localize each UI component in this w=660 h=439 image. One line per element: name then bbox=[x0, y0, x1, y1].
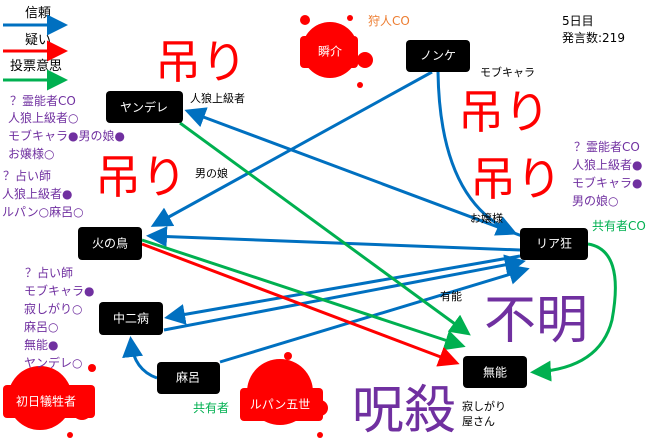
node-hinotori[interactable]: 火の鳥 bbox=[78, 227, 142, 260]
legend: 信頼 疑い 投票意思 bbox=[3, 6, 68, 91]
verdict-hanged-nonke: 吊り bbox=[458, 85, 550, 139]
post-count: 発言数:219 bbox=[562, 30, 625, 45]
role-lupin: 寂しがり bbox=[462, 399, 506, 413]
edge-nonke-hinotori bbox=[150, 70, 433, 227]
node-label: 火の鳥 bbox=[92, 236, 128, 251]
role-nonke: モブキャラ bbox=[480, 65, 535, 79]
node-label: 瞬介 bbox=[318, 45, 342, 59]
claim-sharer-co: 共有者CO bbox=[592, 219, 646, 233]
node-label: ルパン五世 bbox=[250, 398, 311, 412]
verdict-hanged-riakyo: 吊り bbox=[470, 152, 562, 206]
node-yandere[interactable]: ヤンデレ bbox=[106, 91, 183, 123]
edge-nonke-riakyo bbox=[436, 71, 518, 236]
verdict-unknown: 不明 bbox=[484, 291, 588, 351]
note-hinotori: ？占い師 人狼上級者● ルパン○麻呂○ bbox=[2, 168, 84, 219]
note-yandere: ？霊能者CO 人狼上級者○ モブキャラ●男の娘● お嬢様○ bbox=[8, 94, 125, 161]
role-riakyo: お嬢様 bbox=[470, 211, 503, 225]
note-line: 人狼上級者● bbox=[572, 157, 642, 172]
note-line: 男の娘○ bbox=[572, 193, 618, 208]
node-label: リア狂 bbox=[536, 237, 572, 251]
verdict-cursed: 呪殺 bbox=[352, 381, 456, 439]
day-label: 5日目 bbox=[562, 14, 594, 28]
node-chunibyo[interactable]: 中二病 bbox=[99, 302, 163, 335]
note-line: 寂しがり○ bbox=[24, 301, 82, 316]
node-label: ヤンデレ bbox=[120, 100, 168, 115]
node-maro[interactable]: 麻呂 bbox=[157, 362, 220, 394]
note-line: ルパン○麻呂○ bbox=[2, 204, 84, 219]
node-lupin[interactable]: ルパン五世 bbox=[240, 388, 323, 421]
verdict-hanged-shunsuke: 吊り bbox=[155, 35, 247, 89]
legend-vote-label: 投票意思 bbox=[10, 58, 62, 74]
note-line: 人狼上級者● bbox=[2, 186, 72, 201]
node-label: 初日犠牲者 bbox=[16, 394, 76, 409]
legend-doubt-label: 疑い bbox=[25, 32, 51, 48]
note-line: 麻呂○ bbox=[24, 319, 58, 334]
role-munou: 有能 bbox=[440, 289, 462, 303]
edge-riakyo-chunibyo bbox=[164, 254, 521, 325]
node-shunsuke[interactable]: 瞬介 bbox=[300, 36, 358, 68]
node-riakyo[interactable]: リア狂 bbox=[520, 228, 588, 260]
edge-hinotori-munou-doubt bbox=[141, 242, 460, 367]
note-chunibyo: ？占い師 モブキャラ● 寂しがり○ 麻呂○ 無能● ヤンデレ○ bbox=[24, 265, 94, 370]
edge-hinotori-munou-vote bbox=[141, 238, 466, 351]
edge-riakyo-yandere bbox=[184, 107, 523, 238]
note-line: ？霊能者CO bbox=[10, 94, 76, 108]
note-line: お嬢様○ bbox=[8, 147, 54, 161]
note-line: 人狼上級者○ bbox=[8, 110, 78, 125]
verdict-hanged-hinotori: 吊り bbox=[95, 150, 187, 204]
note-line: ？占い師 bbox=[3, 168, 51, 183]
claim-hunter: 狩人CO bbox=[368, 13, 410, 28]
node-first-victim[interactable]: 初日犠牲者 bbox=[3, 385, 95, 418]
note-line: ？霊能者CO bbox=[574, 140, 640, 154]
edge-yandere-munou bbox=[179, 121, 471, 336]
note-riakyo: ？霊能者CO 人狼上級者● モブキャラ● 男の娘○ bbox=[572, 140, 642, 208]
claim-sharer: 共有者 bbox=[193, 401, 229, 415]
edge-riakyo-hinotori bbox=[146, 226, 521, 252]
edge-chunibyo-riakyo bbox=[163, 254, 526, 332]
role-lupin-2: 屋さん bbox=[462, 415, 495, 428]
edges bbox=[122, 70, 617, 382]
role-shunsuke: 人狼上級者 bbox=[190, 91, 245, 105]
node-label: ノンケ bbox=[420, 49, 456, 63]
note-line: モブキャラ● bbox=[572, 175, 642, 190]
node-nonke[interactable]: ノンケ bbox=[406, 40, 470, 72]
note-line: モブキャラ● bbox=[24, 283, 94, 298]
role-hinotori: 男の娘 bbox=[195, 166, 228, 180]
note-line: 無能● bbox=[24, 337, 58, 352]
node-munou[interactable]: 無能 bbox=[463, 356, 527, 388]
edge-maro-chunibyo bbox=[122, 336, 158, 380]
note-line: モブキャラ●男の娘● bbox=[8, 128, 125, 143]
node-label: 無能 bbox=[483, 365, 507, 380]
node-label: 中二病 bbox=[113, 311, 149, 326]
edge-riakyo-munou bbox=[530, 242, 617, 382]
note-line: ？占い師 bbox=[25, 265, 73, 280]
note-line: ヤンデレ○ bbox=[24, 355, 82, 370]
legend-trust-label: 信頼 bbox=[25, 6, 51, 21]
node-label: 麻呂 bbox=[176, 370, 200, 385]
